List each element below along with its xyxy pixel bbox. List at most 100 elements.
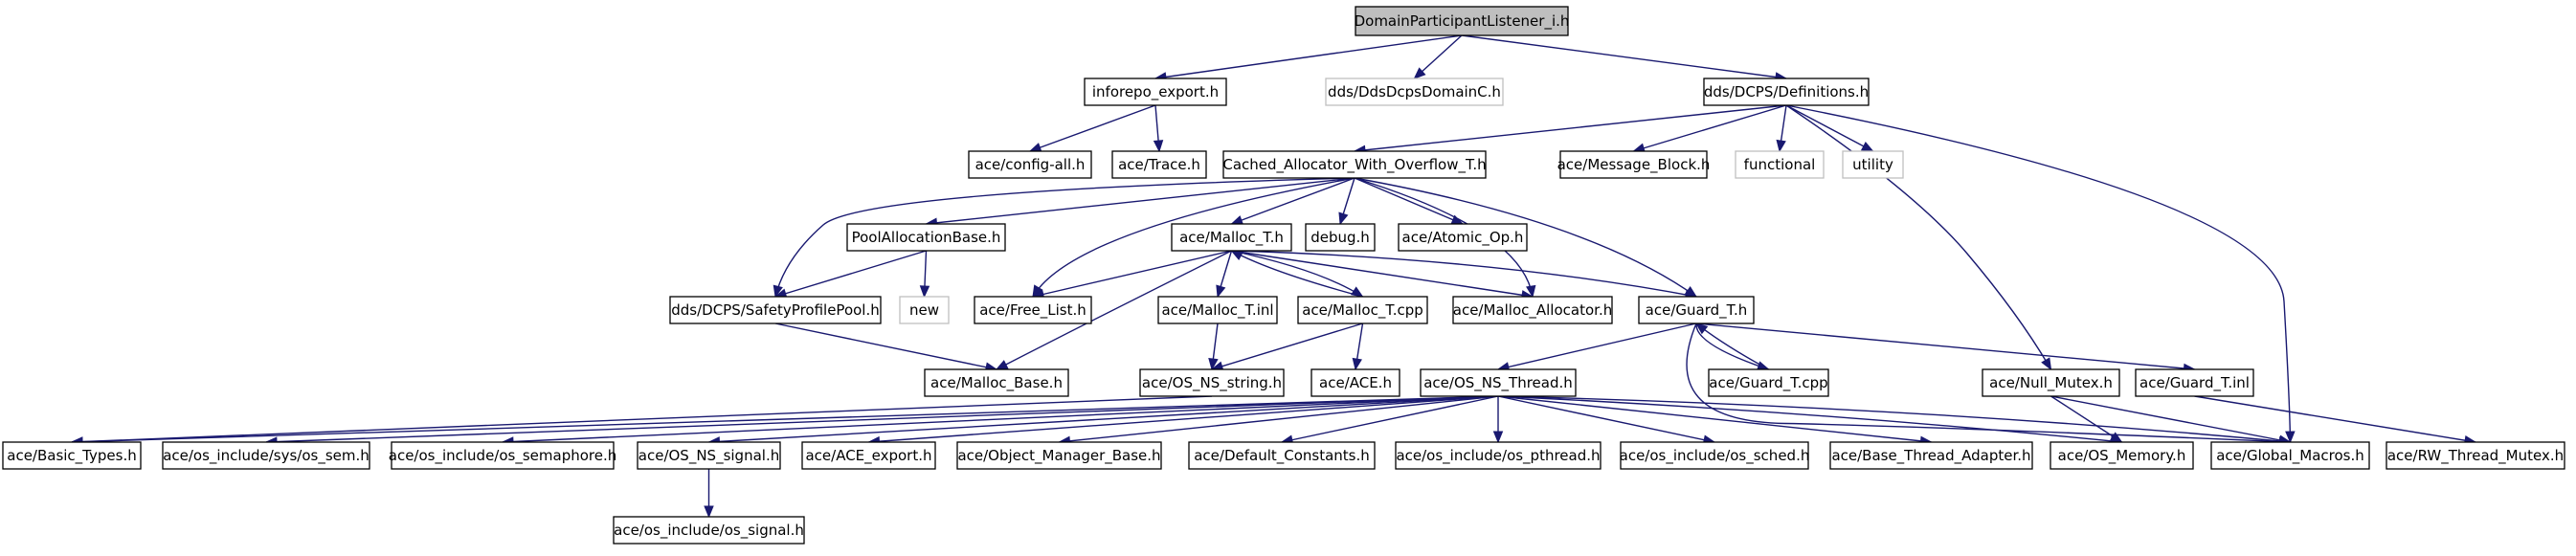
edge-line bbox=[1354, 177, 1697, 298]
node-label: ace/OS_NS_string.h bbox=[1142, 374, 1282, 392]
node-mallocT[interactable]: ace/Malloc_T.h bbox=[1171, 223, 1292, 252]
edge-line bbox=[2050, 395, 2291, 443]
node-poolalloc[interactable]: PoolAllocationBase.h bbox=[846, 223, 1006, 252]
nodes-layer: DomainParticipantListener_i.h inforepo_ex… bbox=[2, 6, 2565, 545]
edge-mallocT-to-mallocTinl bbox=[1216, 250, 1233, 299]
node-label: ace/Free_List.h bbox=[979, 301, 1086, 320]
node-functional: functional bbox=[1735, 150, 1825, 179]
node-basethread[interactable]: ace/Base_Thread_Adapter.h bbox=[1829, 441, 2033, 470]
edge-line bbox=[2194, 395, 2476, 443]
node-globalmacros[interactable]: ace/Global_Macros.h bbox=[2210, 441, 2370, 470]
node-ospthread[interactable]: ace/os_include/os_pthread.h bbox=[1395, 441, 1602, 470]
node-label: dds/DdsDcpsDomainC.h bbox=[1328, 83, 1501, 100]
node-box bbox=[1829, 441, 2033, 470]
node-mallocalloc[interactable]: ace/Malloc_Allocator.h bbox=[1452, 296, 1613, 324]
node-osnsthread[interactable]: ace/OS_NS_Thread.h bbox=[1420, 368, 1577, 397]
node-guardTcpp[interactable]: ace/Guard_T.cpp bbox=[1708, 368, 1829, 397]
node-label: ace/RW_Thread_Mutex.h bbox=[2387, 447, 2564, 465]
node-osmemory[interactable]: ace/OS_Memory.h bbox=[2050, 441, 2194, 470]
edge-line bbox=[1633, 104, 1787, 152]
node-label: ace/Trace.h bbox=[1118, 156, 1200, 173]
node-box bbox=[924, 368, 1069, 397]
edge-line bbox=[1785, 104, 1873, 152]
edge-line bbox=[774, 177, 1355, 298]
edge-line bbox=[926, 177, 1355, 225]
node-cached[interactable]: Cached_Allocator_With_Overflow_T.h bbox=[1222, 150, 1487, 179]
edge-line bbox=[265, 395, 1499, 443]
node-box bbox=[801, 441, 936, 470]
node-freelist[interactable]: ace/Free_List.h bbox=[974, 296, 1092, 324]
node-ossem[interactable]: ace/os_include/sys/os_sem.h bbox=[162, 441, 370, 470]
node-inforepo[interactable]: inforepo_export.h bbox=[1084, 78, 1227, 106]
node-nullmutex[interactable]: ace/Null_Mutex.h bbox=[1982, 368, 2120, 397]
edge-mallocTcpp-to-mallocT bbox=[1230, 250, 1363, 298]
node-label: ace/Malloc_Base.h bbox=[930, 374, 1063, 392]
node-box bbox=[669, 296, 882, 324]
edge-guardT-to-osnsthread bbox=[1496, 322, 1697, 372]
arrowhead-icon bbox=[704, 505, 714, 519]
node-label: ace/Global_Macros.h bbox=[2216, 447, 2364, 465]
edge-osnsstring-to-basictypes bbox=[70, 395, 1213, 447]
node-box bbox=[1842, 150, 1904, 179]
node-mallocbase[interactable]: ace/Malloc_Base.h bbox=[924, 368, 1069, 397]
edge-inforepo-to-configall bbox=[1028, 104, 1156, 152]
node-debug[interactable]: debug.h bbox=[1305, 223, 1376, 252]
node-mallocTinl[interactable]: ace/Malloc_T.inl bbox=[1157, 296, 1278, 324]
node-box bbox=[2135, 368, 2254, 397]
node-guardTinl[interactable]: ace/Guard_T.inl bbox=[2135, 368, 2254, 397]
node-box bbox=[974, 296, 1092, 324]
edge-guardTcpp-to-guardT bbox=[1694, 322, 1769, 370]
node-box bbox=[1188, 441, 1376, 470]
node-ossignal[interactable]: ace/os_include/os_signal.h bbox=[613, 516, 805, 545]
node-configall[interactable]: ace/config-all.h bbox=[968, 150, 1092, 179]
node-msgblock[interactable]: ace/Message_Block.h bbox=[1557, 150, 1711, 179]
node-ossemaphore[interactable]: ace/os_include/os_semaphore.h bbox=[389, 441, 617, 470]
node-defconst[interactable]: ace/Default_Constants.h bbox=[1188, 441, 1376, 470]
node-rwthread[interactable]: ace/RW_Thread_Mutex.h bbox=[2386, 441, 2565, 470]
node-aceexport[interactable]: ace/ACE_export.h bbox=[801, 441, 936, 470]
arrowhead-icon bbox=[1352, 357, 1362, 371]
node-ossched[interactable]: ace/os_include/os_sched.h bbox=[1620, 441, 1810, 470]
edge-line bbox=[868, 395, 1499, 443]
node-basictypes[interactable]: ace/Basic_Types.h bbox=[2, 441, 142, 470]
node-box bbox=[1355, 6, 1569, 36]
node-label: DomainParticipantListener_i.h bbox=[1355, 12, 1570, 31]
node-box bbox=[2, 441, 142, 470]
node-atomic[interactable]: ace/Atomic_Op.h bbox=[1398, 223, 1528, 252]
edge-line bbox=[1695, 322, 1769, 370]
edge-line bbox=[1785, 104, 2292, 443]
edge-mallocTcpp-to-ace bbox=[1352, 322, 1364, 371]
node-box bbox=[1111, 150, 1207, 179]
node-label: ace/Atomic_Op.h bbox=[1402, 229, 1524, 247]
node-label: ace/config-all.h bbox=[975, 156, 1086, 173]
edge-line bbox=[708, 395, 1499, 443]
node-label: ace/Malloc_T.inl bbox=[1161, 301, 1273, 320]
node-objmgr[interactable]: ace/Object_Manager_Base.h bbox=[956, 441, 1162, 470]
node-label: ace/Base_Thread_Adapter.h bbox=[1831, 447, 2030, 465]
node-label: ace/Malloc_Allocator.h bbox=[1453, 301, 1612, 320]
node-label: dds/DCPS/SafetyProfilePool.h bbox=[671, 301, 880, 319]
arrowhead-icon bbox=[1028, 143, 1042, 152]
edge-line bbox=[1461, 34, 1787, 79]
node-root[interactable]: DomainParticipantListener_i.h bbox=[1355, 6, 1570, 36]
node-guardT[interactable]: ace/Guard_T.h bbox=[1638, 296, 1755, 324]
node-trace[interactable]: ace/Trace.h bbox=[1111, 150, 1207, 179]
node-osnsstring[interactable]: ace/OS_NS_string.h bbox=[1139, 368, 1285, 397]
node-mallocTcpp[interactable]: ace/Malloc_T.cpp bbox=[1297, 296, 1428, 324]
edge-line bbox=[1497, 395, 2122, 443]
node-osnssignal[interactable]: ace/OS_NS_signal.h bbox=[637, 441, 781, 470]
node-label: ace/OS_NS_signal.h bbox=[638, 447, 779, 465]
edge-line bbox=[1154, 34, 1463, 79]
edge-mallocT-to-freelist bbox=[1031, 250, 1232, 300]
edge-poolalloc-to-safety bbox=[773, 250, 927, 299]
node-safety[interactable]: dds/DCPS/SafetyProfilePool.h bbox=[669, 296, 882, 324]
edge-definitions-to-globalmacros bbox=[1785, 104, 2296, 444]
edge-inforepo-to-trace bbox=[1153, 104, 1164, 153]
node-box bbox=[637, 441, 781, 470]
edge-line bbox=[1497, 395, 1715, 443]
node-box bbox=[1157, 296, 1278, 324]
node-box bbox=[846, 223, 1006, 252]
node-ace[interactable]: ace/ACE.h bbox=[1310, 368, 1400, 397]
node-definitions[interactable]: dds/DCPS/Definitions.h bbox=[1703, 78, 1870, 106]
edge-osnsthread-to-ossem bbox=[264, 395, 1499, 447]
